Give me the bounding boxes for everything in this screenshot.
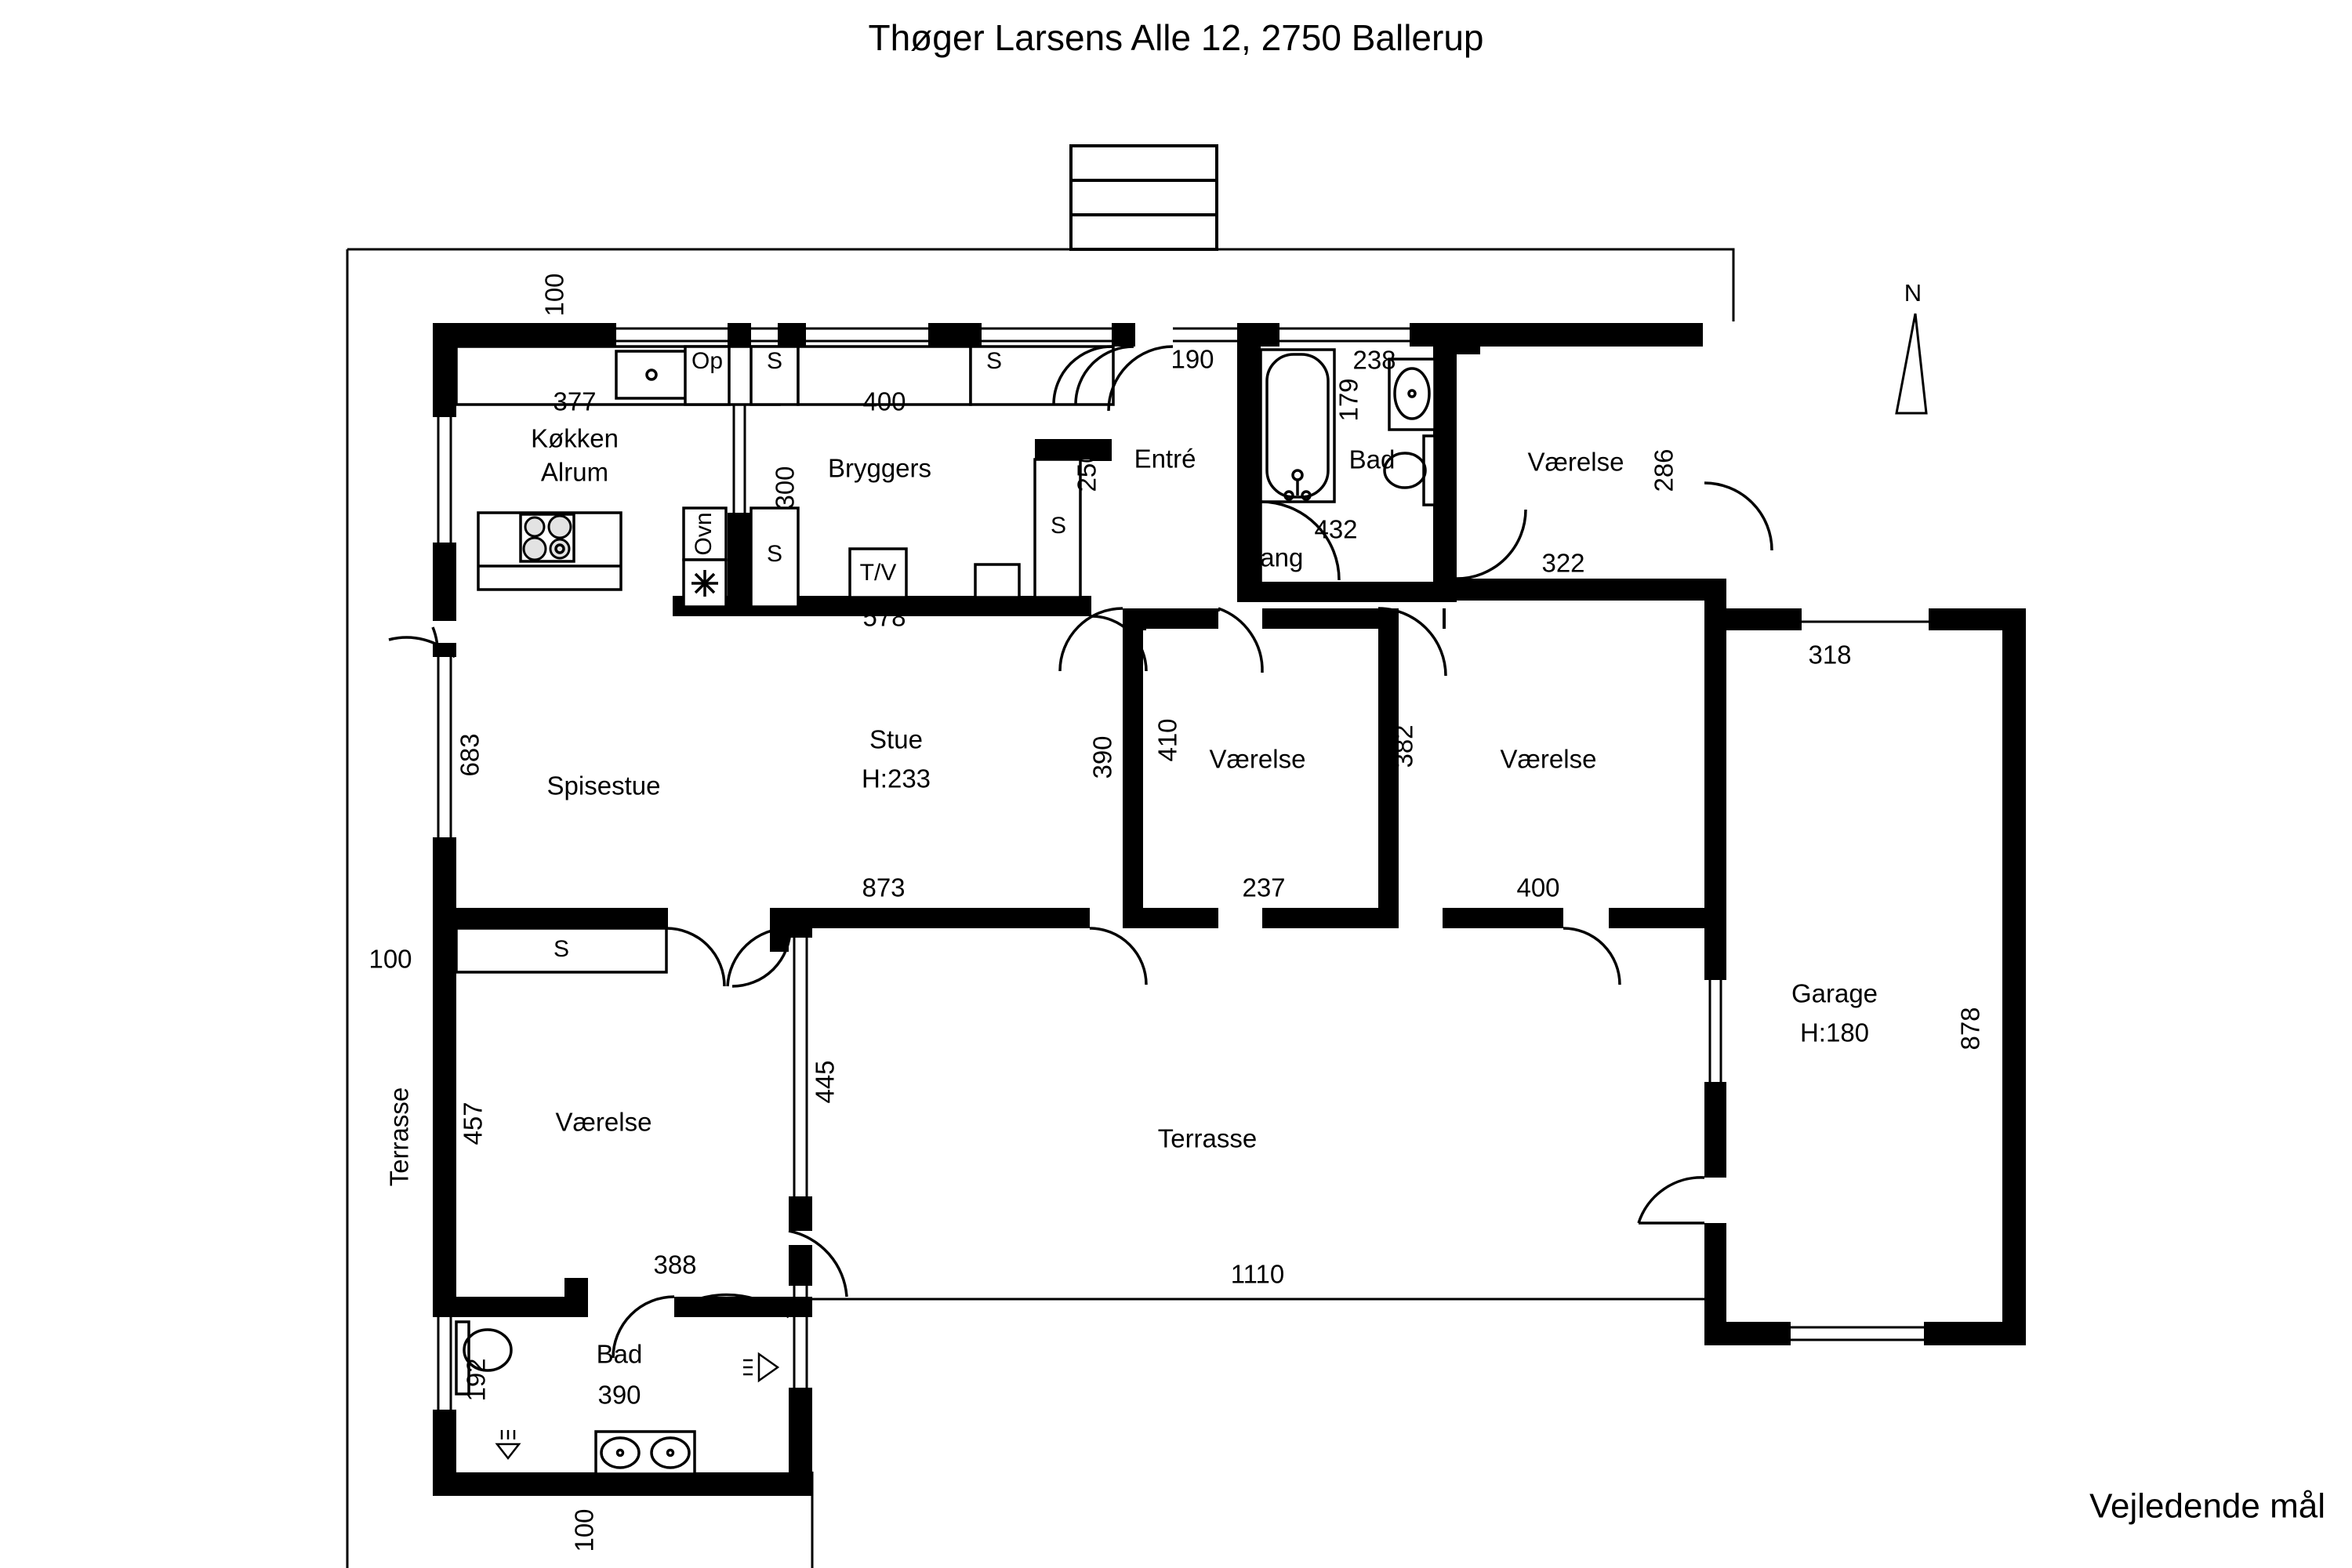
room-label-alrum: Alrum [541, 458, 608, 487]
dim-vaerelse-sv-457: 457 [459, 1102, 488, 1145]
room-height-garage: H:180 [1800, 1018, 1869, 1047]
dim-bad-179: 179 [1334, 378, 1363, 421]
fixture-label-skab-1: S [767, 348, 782, 374]
dim-garage-318: 318 [1808, 641, 1851, 670]
room-labels: 377 Køkken Alrum Bryggers Entré Bad Være… [385, 387, 1878, 1410]
north-arrow-icon [1895, 313, 1928, 415]
fixture-label-ovn: Ovn [691, 512, 717, 555]
dim-spisestue-683: 683 [456, 733, 485, 776]
interior-walls-mid [770, 579, 1726, 952]
garage-walls [1704, 608, 2026, 1345]
page-title: Thøger Larsens Alle 12, 2750 Ballerup [868, 17, 1483, 58]
dim-bad-syd-192: 192 [462, 1358, 491, 1401]
dim-stue-873: 873 [862, 873, 905, 902]
room-height-stue: H:233 [862, 764, 931, 793]
interior-walls-north [673, 323, 1704, 630]
room-label-vaerelse-m1: Værelse [1210, 745, 1306, 774]
room-label-bad-nord: Bad [1349, 445, 1396, 474]
freezer-icon [691, 570, 718, 597]
room-label-stue: Stue [869, 725, 923, 754]
dim-entre-250: 250 [1073, 448, 1102, 492]
dim-bryggers-578: 578 [862, 603, 906, 632]
guide-measure-note: Vejledende mål [2089, 1487, 2325, 1526]
fixture-label-washer-dryer: T/V [860, 560, 897, 586]
compass-north-label: N [1904, 279, 1922, 307]
dim-vaerelse-382: 382 [1389, 724, 1418, 768]
dim-bottom-100: 100 [570, 1508, 599, 1552]
fixtures: Op S S Ovn S T/V [455, 345, 1436, 1475]
room-label-terrasse-syd: Terrasse [1158, 1124, 1258, 1153]
floor-drain-right-icon [743, 1352, 780, 1383]
dim-entre-190: 190 [1171, 345, 1214, 374]
chimney [1069, 144, 1218, 251]
dim-vaerelse-237: 237 [1242, 873, 1285, 902]
dim-vaerelse-sv-445: 445 [811, 1060, 840, 1103]
compass: N [1895, 279, 1928, 415]
fixture-label-skab-4: S [1051, 513, 1066, 539]
room-label-kokken: Køkken [531, 424, 619, 453]
room-label-vaerelse-ne: Værelse [1528, 448, 1624, 477]
room-label-garage: Garage [1791, 979, 1878, 1008]
room-label-terrasse-vest: Terrasse [385, 1087, 414, 1187]
dim-bryggers-400: 400 [862, 387, 906, 416]
fixture-label-skab-3: S [767, 541, 782, 567]
dim-garage-878: 878 [1956, 1007, 1985, 1050]
dim-gang-322: 322 [1541, 549, 1584, 578]
dim-vaerelse-ne-286: 286 [1650, 448, 1679, 492]
room-label-bad-syd: Bad [597, 1340, 643, 1369]
dim-kokken-377: 377 [553, 387, 596, 416]
floor-drain-left-icon [495, 1430, 521, 1461]
dimension-labels: 100 400 300 578 190 250 238 179 286 432 … [368, 273, 1984, 1552]
dim-bad-syd-390: 390 [597, 1381, 641, 1410]
room-label-bryggers: Bryggers [828, 454, 931, 483]
interior-walls-southwest [433, 908, 812, 1317]
room-label-vaerelse-m2: Værelse [1501, 745, 1597, 774]
room-label-spisestue: Spisestue [547, 771, 661, 800]
dim-top-left-100: 100 [540, 273, 569, 316]
room-label-gang: Gang [1240, 543, 1304, 572]
boundary-lines [812, 620, 1929, 1301]
dim-vaerelse-390: 390 [1088, 735, 1117, 779]
dim-bad-238: 238 [1352, 346, 1396, 375]
fixture-label-op: Op [691, 348, 723, 374]
dim-terrasse-100: 100 [368, 945, 412, 974]
dim-bad-syd-388: 388 [653, 1250, 696, 1279]
fixture-label-skab-2: S [986, 348, 1002, 374]
door-swings [388, 345, 1773, 1359]
dim-gang-432: 432 [1314, 515, 1357, 544]
dim-bryggers-300: 300 [771, 466, 800, 509]
dim-terrasse-1110: 1110 [1231, 1260, 1285, 1289]
room-label-entre: Entré [1134, 445, 1196, 474]
dim-vaerelse-410: 410 [1153, 718, 1182, 761]
dim-vaerelse-400: 400 [1516, 873, 1559, 902]
fixture-label-skab-5: S [554, 936, 569, 962]
room-label-vaerelse-sv: Værelse [556, 1108, 652, 1137]
